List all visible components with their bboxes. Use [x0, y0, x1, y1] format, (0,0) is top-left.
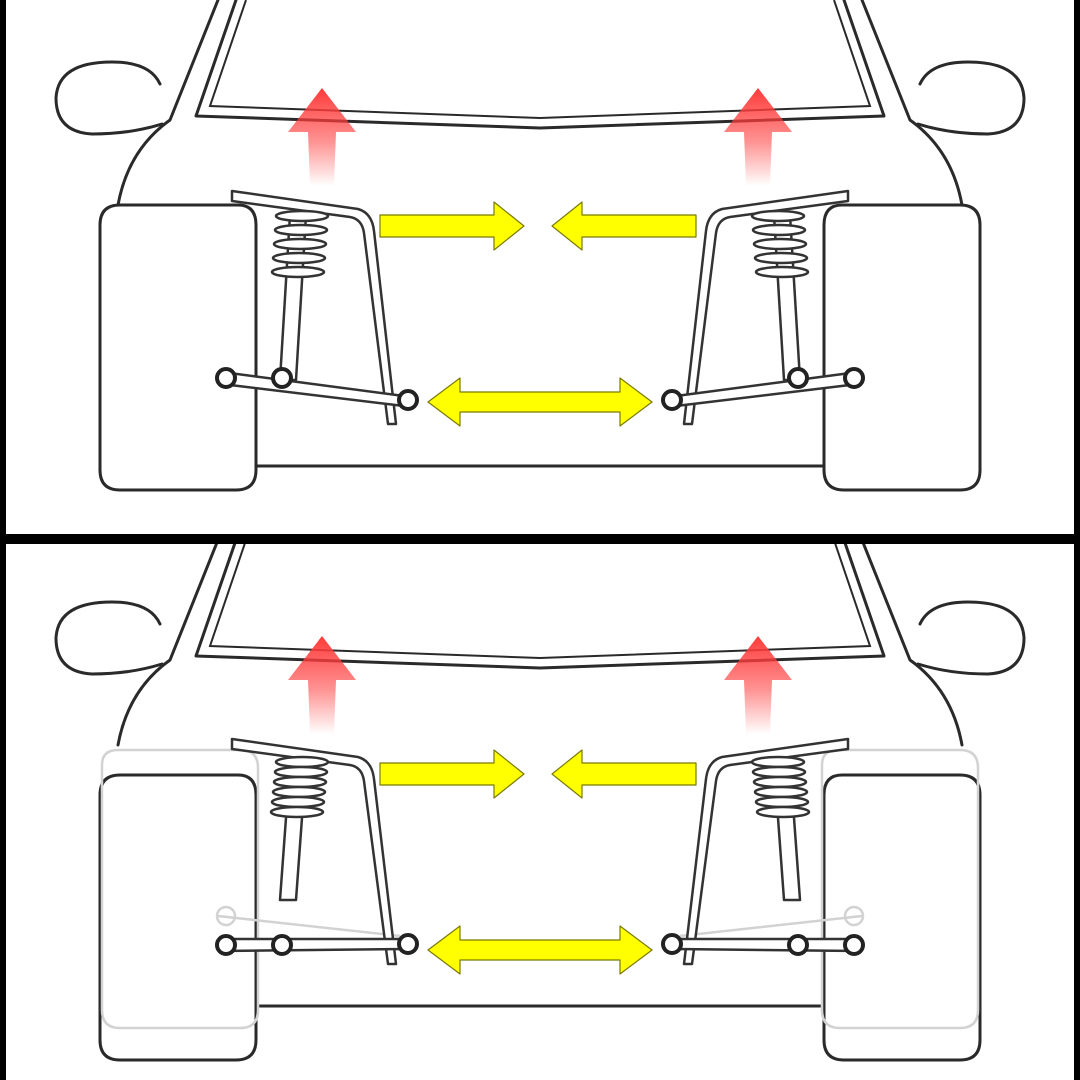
body-right-pillar	[860, 0, 964, 207]
panel-divider	[0, 534, 1080, 544]
red-lift-arrow	[288, 636, 356, 734]
coil-spring	[751, 223, 807, 237]
coil-spring	[271, 785, 327, 799]
right-mirror	[916, 600, 1026, 676]
windshield	[194, 0, 886, 130]
left-mirror	[54, 600, 164, 676]
left-suspension	[215, 636, 419, 966]
body-left-pillar	[116, 0, 220, 207]
windshield-inner	[208, 0, 872, 120]
shock-pivot-joint	[271, 934, 293, 956]
upper-strut-bar	[682, 189, 850, 426]
left-mirror	[54, 60, 164, 136]
lower-control-arm	[674, 370, 860, 408]
left-border	[0, 0, 6, 1080]
left-suspension	[215, 88, 419, 426]
outer-pivot-joint	[843, 367, 865, 389]
right-mirror	[916, 60, 1026, 136]
coil-spring	[272, 237, 328, 251]
left-wheel	[98, 203, 258, 492]
car-diagram-static	[54, 0, 1026, 492]
red-lift-arrow	[724, 636, 792, 734]
yellow-arrow-right	[379, 201, 525, 251]
coil-spring	[271, 251, 327, 265]
outer-pivot-joint	[215, 934, 237, 956]
right-wheel	[822, 203, 982, 492]
inner-pivot-joint	[397, 389, 419, 411]
coil-spring	[750, 209, 806, 223]
ghost-left-wheel	[100, 748, 260, 1030]
windshield-inner	[208, 540, 872, 660]
lower-control-arm	[220, 937, 406, 953]
yellow-arrow-left	[551, 749, 697, 799]
coil-spring	[269, 805, 325, 819]
ghost-left-joint	[215, 905, 237, 927]
right-wheel	[822, 773, 982, 1062]
coil-spring	[754, 265, 810, 279]
ghost-right-wheel	[820, 748, 980, 1030]
lower-control-arm	[674, 937, 860, 953]
inner-pivot-joint	[661, 933, 683, 955]
upper-strut-bar	[682, 737, 850, 966]
body-left-pillar	[116, 540, 220, 747]
right-suspension	[661, 88, 865, 426]
coil-spring	[755, 805, 811, 819]
car-body	[54, 540, 1026, 1062]
coil-spring	[754, 795, 810, 809]
coil-spring	[272, 775, 328, 789]
outer-pivot-joint	[215, 367, 237, 389]
lower-control-arm	[220, 370, 406, 408]
coil-spring	[750, 755, 806, 769]
coil-spring	[752, 237, 808, 251]
left-wheel	[98, 773, 258, 1062]
yellow-double-arrow	[427, 377, 653, 427]
yellow-arrow-right	[379, 749, 525, 799]
panel-bottom	[0, 540, 1080, 1080]
coil-spring	[270, 795, 326, 809]
yellow-double-arrow	[427, 925, 653, 975]
ghost-right-joint	[843, 905, 865, 927]
upper-strut-bar	[230, 189, 398, 426]
coil-spring	[273, 765, 329, 779]
ghost-outline	[100, 748, 980, 1030]
coil-spring	[751, 765, 807, 779]
inner-pivot-joint	[397, 933, 419, 955]
shock-pivot-joint	[271, 367, 293, 389]
right-border	[1074, 0, 1080, 1080]
red-lift-arrow	[724, 88, 792, 186]
ghost-left-arm	[217, 914, 401, 938]
inner-pivot-joint	[661, 389, 683, 411]
coil-spring	[752, 775, 808, 789]
coil-spring	[273, 223, 329, 237]
coil-spring	[753, 785, 809, 799]
ghost-right-arm	[679, 914, 863, 938]
car-body	[54, 0, 1026, 492]
car-diagram-compressed	[54, 540, 1026, 1062]
shock-pivot-joint	[787, 367, 809, 389]
upper-strut-bar	[230, 737, 398, 966]
coil-spring	[274, 209, 330, 223]
panel-top	[54, 0, 1026, 492]
coil-spring	[753, 251, 809, 265]
right-suspension	[661, 636, 865, 966]
yellow-arrow-left	[551, 201, 697, 251]
coil-spring	[274, 755, 330, 769]
coil-spring	[270, 265, 326, 279]
red-lift-arrow	[288, 88, 356, 186]
outer-pivot-joint	[843, 934, 865, 956]
body-right-pillar	[860, 540, 964, 747]
shock-pivot-joint	[787, 934, 809, 956]
windshield	[194, 540, 886, 670]
